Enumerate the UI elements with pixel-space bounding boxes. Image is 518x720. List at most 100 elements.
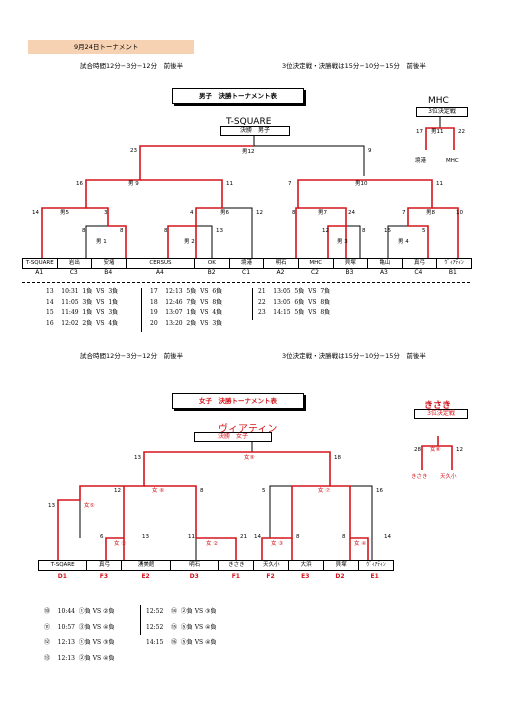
team-name: 亀山	[368, 259, 403, 268]
team-name: ｳﾞｨｱﾃｨﾝ	[366, 562, 386, 568]
group-code: E1	[370, 573, 379, 580]
women-node-5: 女⑤	[84, 503, 95, 509]
women-schedule-col1: ⑩ 10:44 ①負 VS ②負 ⑪ 10:57 ③負 VS ④負 ⑫ 12:1…	[44, 604, 114, 666]
women-score: 21	[240, 534, 247, 540]
group-code: B2	[207, 269, 216, 276]
men-third-team: 境港	[415, 158, 427, 164]
women-winner: ヴィアティン	[218, 424, 278, 435]
team-name: 貝塚	[334, 259, 369, 268]
women-node-3: 女 ③	[271, 541, 284, 547]
men-score: 7	[402, 210, 406, 216]
women-team-row: T-SQARE 真弓 湧美館 明石 きさき 天久小 大浜 貝塚 ｳﾞｨｱﾃｨﾝ	[38, 560, 394, 571]
team-name: 天久小	[254, 561, 290, 570]
men-node-5: 男5	[60, 210, 69, 216]
team-name: 安堵	[92, 259, 127, 268]
men-score: 12	[322, 228, 329, 234]
group-code: A3	[379, 269, 388, 276]
team-name: 貝塚	[324, 561, 360, 570]
women-score: 8	[296, 534, 300, 540]
schedule-row: 13 10:31 1負 VS 3負	[46, 288, 119, 295]
women-final-label: 決勝 女子	[194, 432, 272, 442]
schedule-row: 14:15 ⑯ ⑤負 VS ④負	[146, 639, 217, 646]
team-name: CERSUS	[127, 259, 196, 268]
women-score: 16	[376, 488, 383, 494]
group-code: C2	[310, 269, 319, 276]
team-name: 大浜	[289, 561, 325, 570]
schedule-row: 21 13:05 5負 VS 7負	[258, 288, 331, 295]
women-score: 8	[342, 534, 346, 540]
group-code: B3	[345, 269, 354, 276]
date-banner: 9月24日トーナメント	[28, 40, 194, 54]
men-node-6: 男6	[220, 210, 229, 216]
men-third-score: 22	[458, 129, 465, 135]
women-score: 18	[334, 455, 341, 461]
team-name: MHC	[299, 259, 334, 268]
schedule-row: 19 13:07 1負 VS 4負	[150, 309, 223, 316]
men-third-label: 3位決定戦	[416, 107, 468, 117]
men-score: 8	[164, 228, 168, 234]
women-score: 11	[188, 534, 195, 540]
men-score: 7	[288, 181, 292, 187]
group-code: E2	[141, 573, 150, 580]
men-node-7: 男7	[318, 210, 327, 216]
men-schedule-col1: 13 10:31 1負 VS 3負 14 11:05 3負 VS 1負 15 1…	[46, 287, 118, 329]
men-score: 3	[104, 210, 108, 216]
women-schedule-col2: 12:52 ⑭ ②負 VS ③負 12:52 ⑮ ⑤負 VS ④負 14:15 …	[146, 604, 216, 651]
women-score: 12	[114, 488, 121, 494]
men-code-row: A1 C3 B4 A4 B2 C1 A2 C2 B3 A3 C4 B1	[22, 269, 470, 277]
schedule-row: ⑪ 10:57 ③負 VS ④負	[44, 623, 115, 631]
schedule-row: 23 14:15 5負 VS 8負	[258, 309, 331, 316]
men-score: 11	[226, 181, 233, 187]
schedule-row: 16 12:02 2負 VS 4負	[46, 319, 119, 327]
men-node-10: 男10	[355, 181, 368, 187]
men-score: 11	[436, 181, 443, 187]
men-schedule-col2: 17 12:13 5負 VS 6負 18 12:46 7負 VS 8負 19 1…	[150, 287, 222, 329]
schedule-row: 12:52 ⑮ ⑤負 VS ④負	[146, 623, 217, 631]
group-code: E3	[301, 573, 310, 580]
men-score: 10	[456, 210, 463, 216]
men-third-score: 17	[416, 129, 423, 135]
women-third-team: きさき	[411, 474, 428, 480]
men-score: 8	[82, 228, 86, 234]
men-score: 23	[130, 148, 137, 154]
men-divider	[22, 282, 470, 283]
men-score: 24	[348, 210, 355, 216]
men-node-9: 男 9	[128, 181, 139, 187]
men-third-team: MHC	[446, 158, 459, 164]
group-code: C4	[414, 269, 423, 276]
women-third-score: 28	[414, 447, 421, 453]
team-name: 明石	[264, 259, 299, 268]
group-code: C1	[242, 269, 251, 276]
women-score: 13	[142, 534, 149, 540]
schedule-row: 18 12:46 7負 VS 8負	[150, 298, 223, 306]
team-name: T-SQARE	[39, 561, 88, 570]
women-code-row: D1 F3 E2 D3 F1 F2 E3 D2 E1	[38, 573, 392, 581]
men-score: 16	[76, 181, 83, 187]
team-name: 真弓	[403, 259, 438, 268]
schedule-row: 17 12:13 5負 VS 6負	[150, 288, 223, 295]
women-title: 女子 決勝トーナメント表	[172, 393, 304, 409]
group-code: F1	[231, 573, 240, 580]
team-name: きさき	[219, 561, 255, 570]
women-third-team: 天久小	[440, 474, 457, 480]
men-node-3: 男 3	[337, 239, 348, 245]
women-score: 13	[134, 455, 141, 461]
team-name: 岩出	[58, 259, 93, 268]
schedule-row: ⑬ 12:13 ②負 VS ④負	[44, 654, 115, 662]
group-code: B1	[448, 269, 457, 276]
group-code: C3	[69, 269, 78, 276]
men-final-rule: 3位決定戦・決勝戦は15分−10分−15分 前後半	[282, 62, 426, 70]
group-code: F2	[266, 573, 275, 580]
group-code: A1	[35, 269, 44, 276]
men-winner: T-SQUARE	[226, 117, 272, 127]
women-node-6: 女 ⑥	[152, 488, 165, 494]
group-code: A4	[155, 269, 164, 276]
men-third-node: 男11	[431, 129, 444, 135]
team-name: 明石	[171, 561, 220, 570]
group-code: A2	[276, 269, 285, 276]
men-score: 8	[120, 228, 124, 234]
men-title: 男子 決勝トーナメント表	[172, 88, 304, 104]
women-score: 8	[200, 488, 204, 494]
schedule-separator	[141, 288, 142, 332]
